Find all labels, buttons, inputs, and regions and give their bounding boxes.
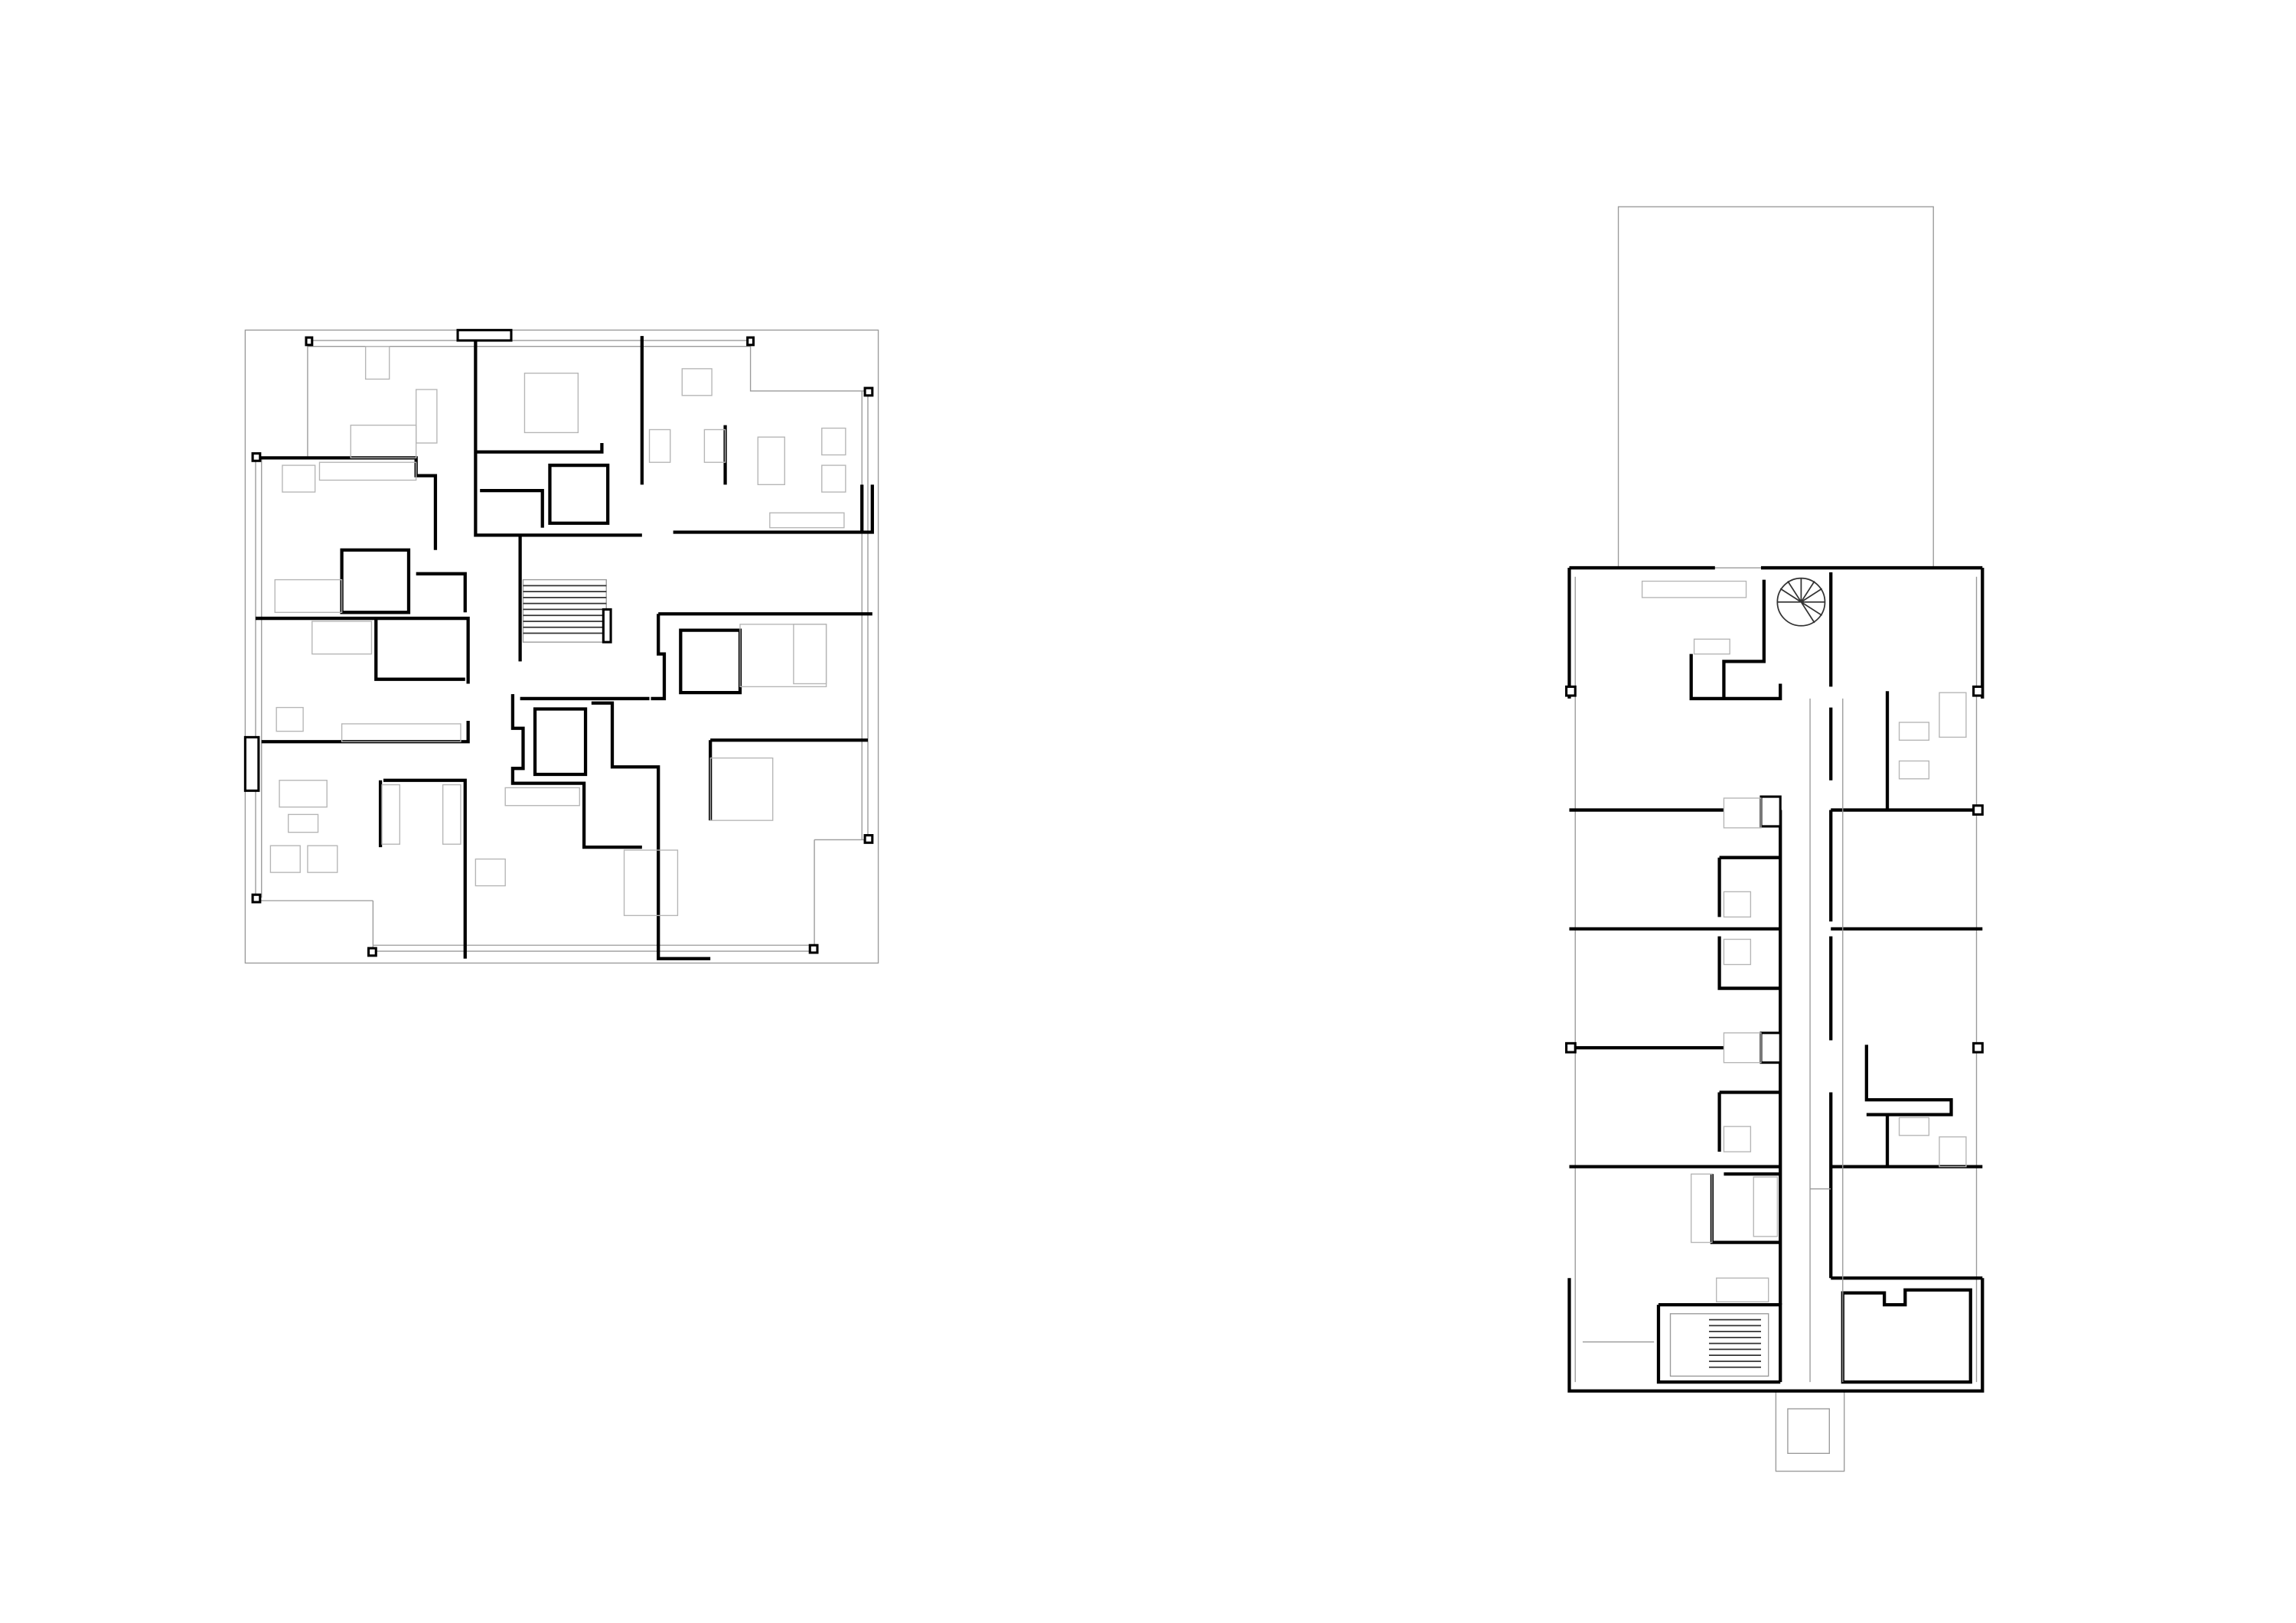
furniture <box>269 346 846 917</box>
square-floor-plan <box>243 328 879 964</box>
stair <box>1669 1313 1769 1377</box>
furniture <box>1641 580 1967 1302</box>
stair <box>522 578 612 644</box>
walls <box>243 328 874 960</box>
site-outline <box>244 329 879 964</box>
garden-outline <box>1617 206 1934 569</box>
entrance-outline <box>1775 1390 1845 1472</box>
entrance-mat <box>1787 1408 1830 1455</box>
columns <box>251 336 874 957</box>
walls <box>1565 565 1985 1393</box>
facade-lines <box>1574 576 1978 1383</box>
terrace-outline <box>255 340 868 952</box>
corridor <box>1809 698 1844 1383</box>
spiral-stair <box>1776 577 1826 627</box>
rectangular-floor-plan <box>1565 206 1985 1472</box>
facade-lines <box>255 340 869 952</box>
